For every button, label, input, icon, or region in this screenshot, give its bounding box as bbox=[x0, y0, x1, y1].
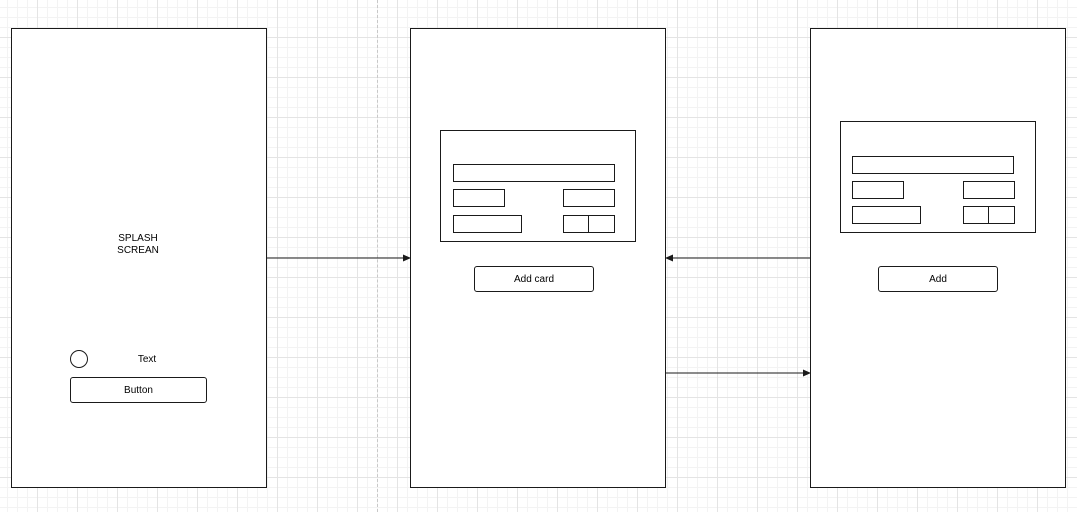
add-card-screen-frame bbox=[810, 28, 1066, 488]
splash-screen-frame bbox=[11, 28, 267, 488]
card-field-left-2[interactable] bbox=[453, 215, 522, 233]
add-card-number-field[interactable] bbox=[852, 156, 1014, 174]
card-field-right-1[interactable] bbox=[563, 189, 615, 207]
add-field-left-2[interactable] bbox=[852, 206, 921, 224]
splash-title: SPLASH SCREAN bbox=[88, 233, 188, 257]
splash-title-line-1: SPLASH bbox=[118, 233, 158, 244]
add-field-right-1[interactable] bbox=[963, 181, 1015, 199]
card-number-field[interactable] bbox=[453, 164, 615, 182]
card-field-right-2-divider bbox=[588, 215, 589, 233]
add-button[interactable]: Add bbox=[878, 266, 998, 292]
add-card-button[interactable]: Add card bbox=[474, 266, 594, 292]
radio-circle[interactable] bbox=[70, 350, 88, 368]
splash-title-line-2: SCREAN bbox=[117, 245, 159, 256]
splash-button[interactable]: Button bbox=[70, 377, 207, 403]
card-field-right-2[interactable] bbox=[563, 215, 615, 233]
page-guide-line bbox=[377, 0, 378, 512]
add-field-left-1[interactable] bbox=[852, 181, 904, 199]
add-field-right-2[interactable] bbox=[963, 206, 1015, 224]
card-field-left-1[interactable] bbox=[453, 189, 505, 207]
add-field-right-2-divider bbox=[988, 206, 989, 224]
radio-text-label: Text bbox=[137, 354, 157, 365]
